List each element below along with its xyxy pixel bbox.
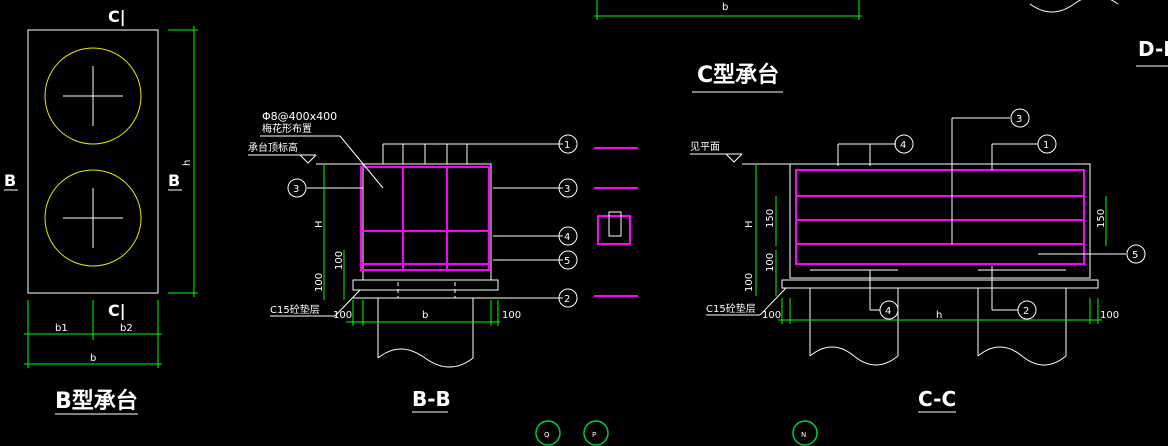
dim-100-a: 100 xyxy=(334,251,345,270)
cushion-layer-cc xyxy=(781,279,1099,289)
plan-c-dim-b: b xyxy=(722,2,728,13)
nav-button-n[interactable]: N xyxy=(792,420,818,446)
callout-5: 5 xyxy=(558,250,578,270)
callout-4: 4 xyxy=(558,226,578,246)
plan-b-title: B型承台 xyxy=(55,388,138,414)
dim-100-right: 100 xyxy=(502,310,521,321)
dim-H-cc: H xyxy=(744,220,755,228)
svg-text:4: 4 xyxy=(885,306,891,317)
callout-cc-1: 1 xyxy=(1037,134,1057,154)
section-mark-bottom: C| xyxy=(108,301,126,321)
plan-c-view: b C型承台 xyxy=(594,0,862,93)
svg-text:1: 1 xyxy=(564,140,570,151)
dim-150-left: 150 xyxy=(765,209,776,228)
pile-circle-top xyxy=(44,47,142,145)
svg-text:N: N xyxy=(801,431,806,439)
cap-section-cc-outline xyxy=(789,163,1091,279)
partial-dd-label: D-D xyxy=(1138,37,1168,61)
svg-text:1: 1 xyxy=(1043,140,1049,151)
svg-text:P: P xyxy=(592,431,596,439)
dim-b2-label: b2 xyxy=(120,323,133,334)
nav-button-q[interactable]: Q xyxy=(535,420,561,446)
partial-dd-view: D-D xyxy=(1029,0,1168,67)
dim-b-label: b xyxy=(90,353,96,364)
dim-100-left-cc: 100 xyxy=(762,310,781,321)
dim-100-b: 100 xyxy=(314,273,325,292)
callout-2: 2 xyxy=(558,288,578,308)
pile-circle-bottom xyxy=(44,169,142,267)
svg-text:2: 2 xyxy=(564,294,570,305)
cushion-layer xyxy=(352,279,499,291)
svg-text:4: 4 xyxy=(900,140,906,151)
rebar-note-1: Φ8@400x400 xyxy=(262,110,337,123)
dim-100-b-cc: 100 xyxy=(744,273,755,292)
cap-section-outline xyxy=(362,163,492,281)
rebar-cage xyxy=(360,166,490,271)
section-mark-top: C| xyxy=(108,7,126,27)
level-label: 承台顶标高 xyxy=(248,141,298,154)
callout-cc-3: 3 xyxy=(1010,108,1030,128)
callout-3-left: 3 xyxy=(287,178,307,198)
section-bb-view: 1 3 3 4 5 2 Φ8@400x400 梅花形布置 承台顶标高 C15砼垫… xyxy=(248,110,578,413)
svg-text:3: 3 xyxy=(293,184,299,195)
section-bb-title: B-B xyxy=(412,387,451,411)
nav-button-p[interactable]: P xyxy=(583,420,609,446)
dim-100-a-cc: 100 xyxy=(765,253,776,272)
section-mark-right: B xyxy=(168,171,180,190)
plan-c-title: C型承台 xyxy=(697,62,779,88)
dim-100-right-cc: 100 xyxy=(1100,310,1119,321)
dim-H: H xyxy=(314,220,325,228)
rebar-note-2: 梅花形布置 xyxy=(262,122,312,135)
svg-text:4: 4 xyxy=(564,232,570,243)
svg-text:3: 3 xyxy=(1016,114,1022,125)
dim-h-cc: h xyxy=(936,310,942,321)
pile-cap-outline xyxy=(27,29,159,294)
cushion-label: C15砼垫层 xyxy=(270,303,320,316)
callout-cc-4-bottom: 4 xyxy=(879,300,899,320)
svg-text:5: 5 xyxy=(1132,250,1138,261)
dim-h-label: h xyxy=(182,160,193,166)
section-mark-left: B xyxy=(4,171,16,190)
callout-cc-2: 2 xyxy=(1017,300,1037,320)
level-label-cc: 见平面 xyxy=(690,141,720,153)
callout-cc-5: 5 xyxy=(1126,244,1146,264)
rebar-cage-cc xyxy=(795,169,1085,265)
callout-cc-4-top: 4 xyxy=(894,134,914,154)
callout-1: 1 xyxy=(558,134,578,154)
svg-text:3: 3 xyxy=(564,184,570,195)
dim-100-left: 100 xyxy=(333,310,352,321)
svg-text:5: 5 xyxy=(564,256,570,267)
callout-3-right: 3 xyxy=(558,178,578,198)
dim-150-right: 150 xyxy=(1096,209,1107,228)
svg-text:Q: Q xyxy=(544,431,550,439)
section-cc-title: C-C xyxy=(918,387,956,411)
cushion-label-cc: C15砼垫层 xyxy=(706,302,756,315)
plan-b-view: h b1 b2 b C| C| B B B型承台 xyxy=(4,7,198,415)
rebar-detail-marks xyxy=(594,147,638,297)
svg-text:2: 2 xyxy=(1023,306,1029,317)
section-cc-view: 3 4 1 5 4 2 见平面 C15砼垫层 H 150 150 100 100… xyxy=(690,108,1146,413)
dim-b-bb: b xyxy=(422,310,428,321)
dim-b1-label: b1 xyxy=(55,323,68,334)
